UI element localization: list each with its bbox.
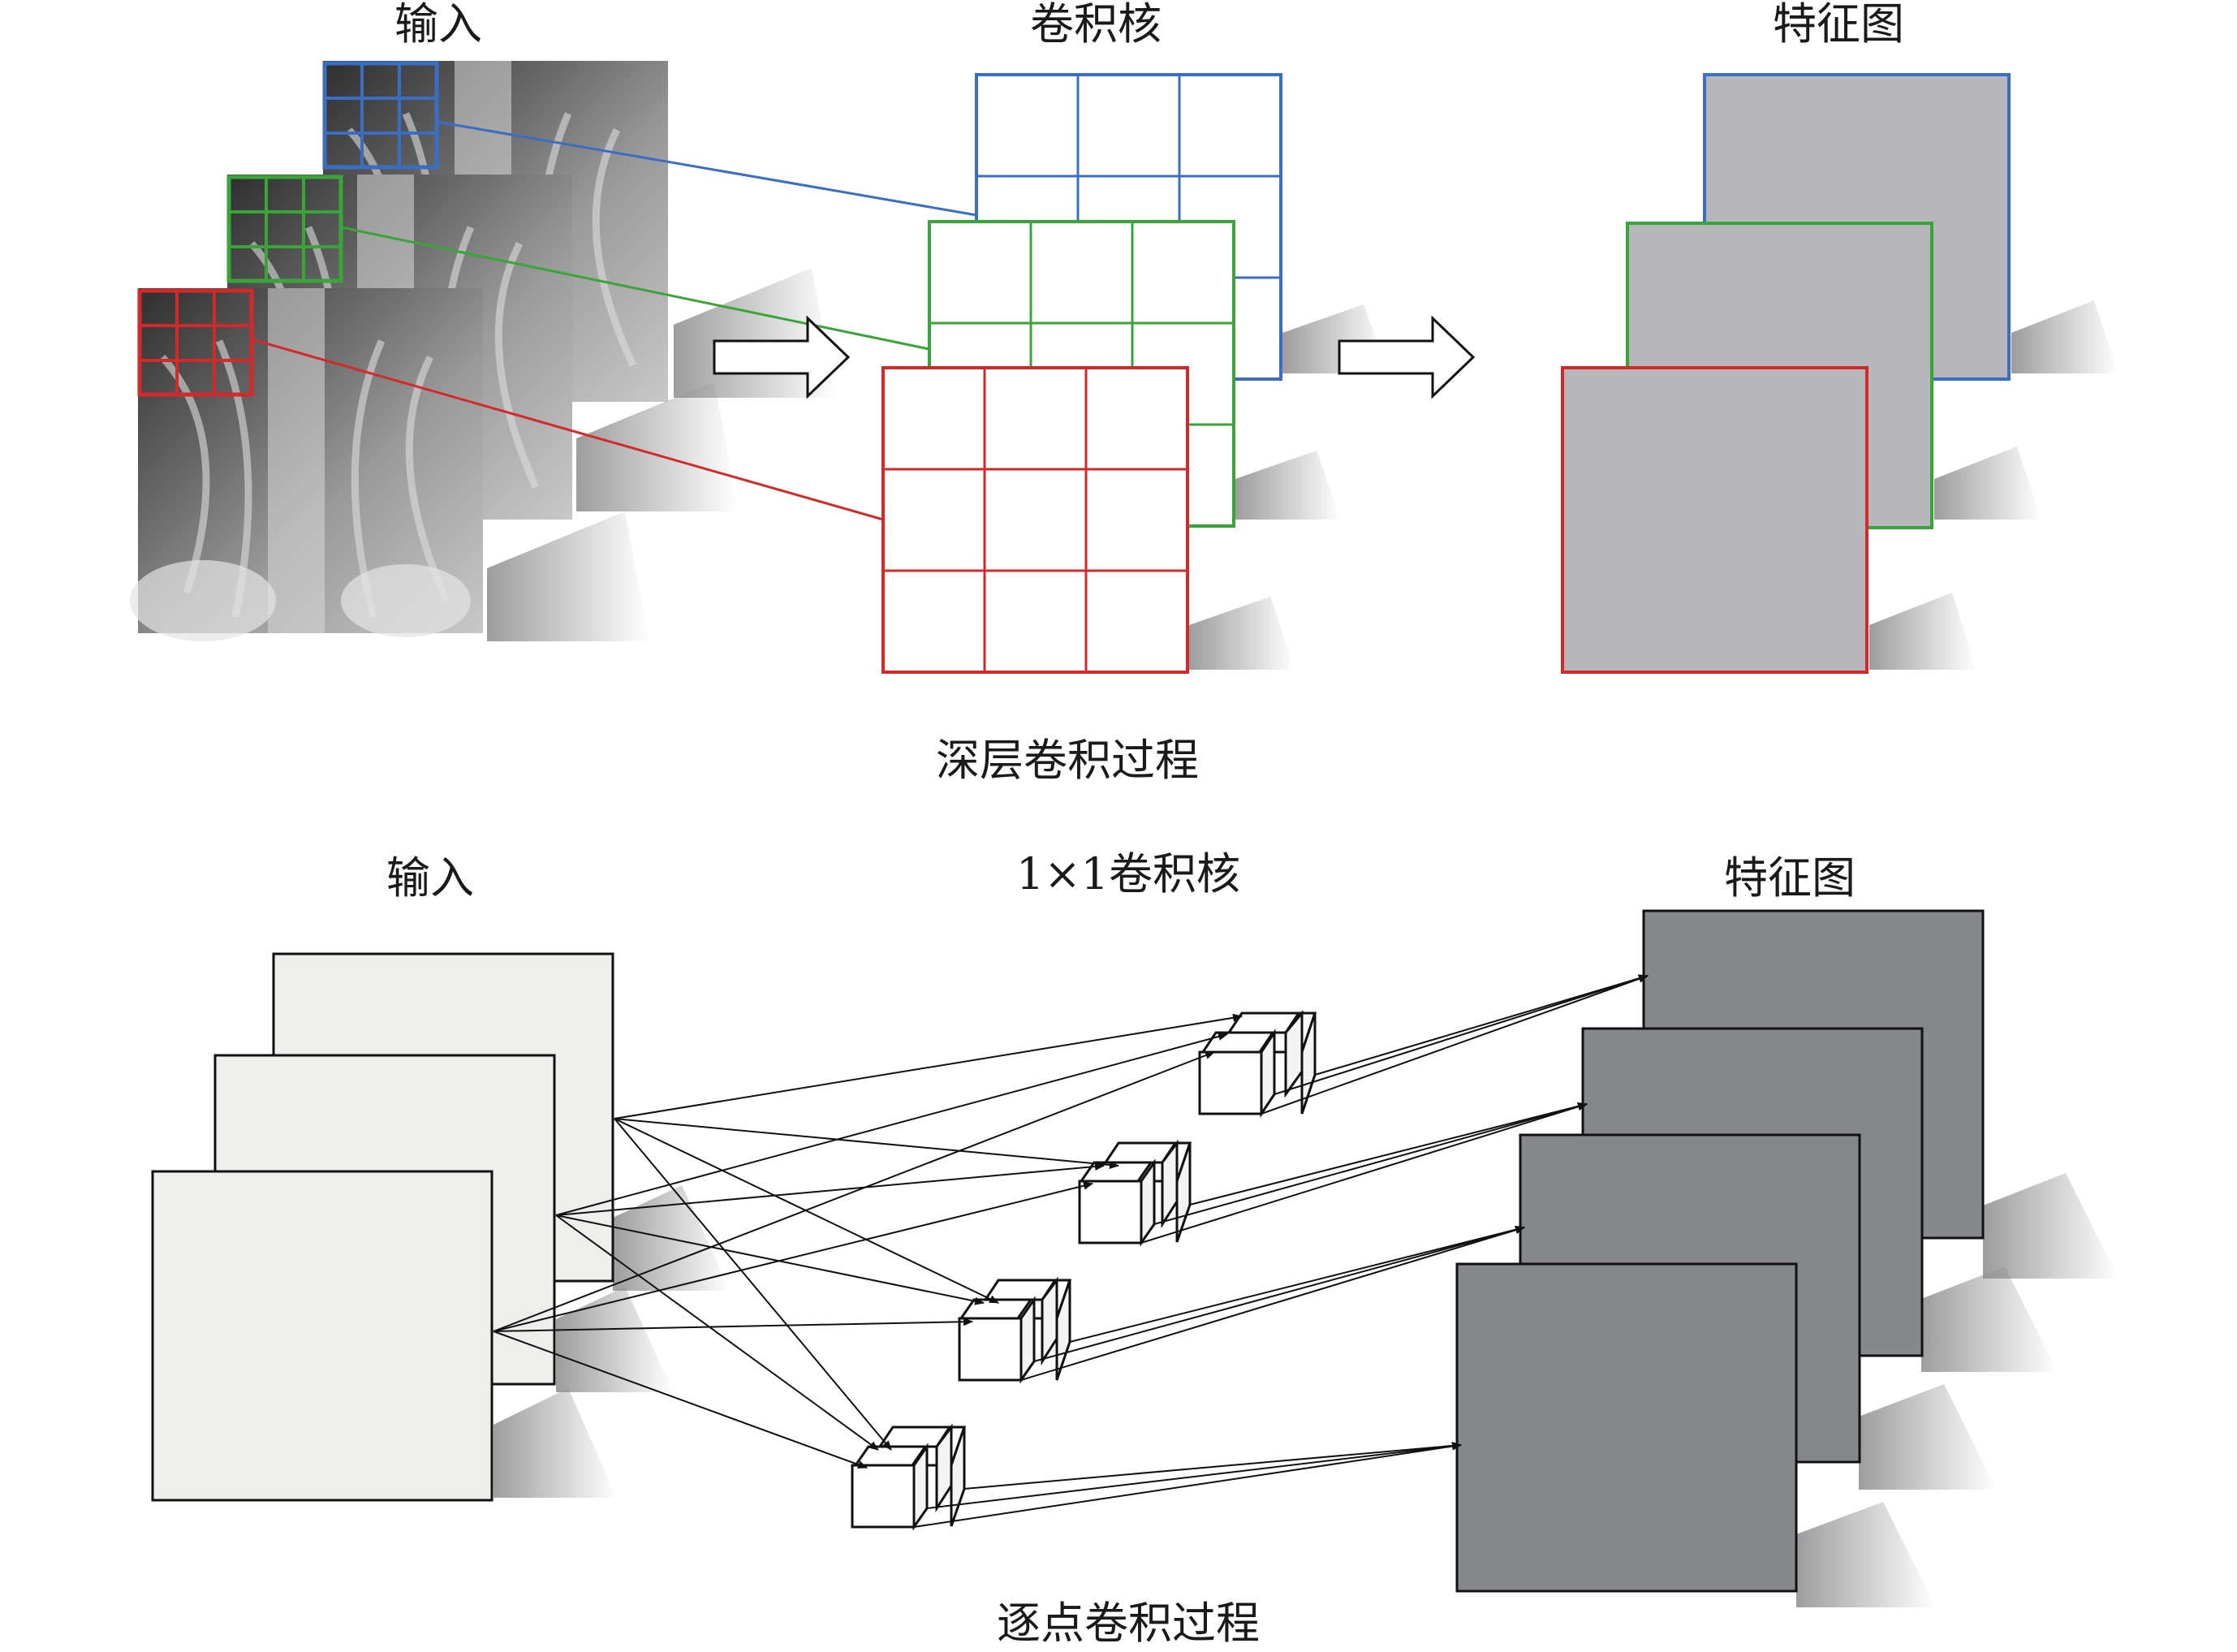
kernel-red <box>881 366 1295 674</box>
bottom-kernel-label: 1×1卷积核 <box>1016 848 1240 899</box>
red-connection-line <box>251 338 884 521</box>
kernel-cube-2 <box>1078 1139 1192 1247</box>
hollow-arrow-right-icon <box>1338 315 1476 399</box>
kernel-stack <box>881 73 1388 674</box>
xray-input-stack <box>130 61 836 641</box>
pointwise-input-stack <box>151 952 731 1502</box>
hollow-arrow-right-icon <box>713 315 851 399</box>
pointwise-convolution-caption: 逐点卷积过程 <box>997 1598 1260 1649</box>
top-input-label: 输入 <box>394 0 482 50</box>
receptive-field-green <box>226 175 343 283</box>
top-feature-map-label: 特征图 <box>1773 0 1904 50</box>
bottom-input-label: 输入 <box>386 852 474 904</box>
feature-map-stack <box>1561 73 2118 674</box>
kernel-cube-4 <box>851 1423 967 1531</box>
pointwise-kernel-cubes <box>851 1009 1317 1531</box>
deep-convolution-caption: 深层卷积过程 <box>936 735 1199 786</box>
kernel-cube-3 <box>958 1276 1072 1384</box>
pointwise-feature-map-4 <box>1455 1262 1936 1607</box>
pointwise-feature-map-stack <box>1455 909 2118 1607</box>
receptive-field-blue <box>322 61 439 170</box>
green-connection-line <box>340 226 930 351</box>
kernel-to-feature-arrows <box>913 974 1649 1528</box>
input-channel-front <box>151 1170 617 1502</box>
receptive-field-red <box>137 288 254 397</box>
blue-connection-line <box>436 120 977 217</box>
deep-convolution-panel: 输入 卷积核 特征图 <box>130 0 2118 786</box>
kernel-cube-1 <box>1198 1009 1317 1118</box>
feature-map-red <box>1561 366 1976 674</box>
pointwise-convolution-panel: 输入 1×1卷积核 特征图 <box>151 848 2118 1649</box>
input-to-kernel-arrows <box>493 1013 1243 1469</box>
bottom-feature-map-label: 特征图 <box>1724 852 1856 904</box>
top-kernel-label: 卷积核 <box>1030 0 1162 50</box>
